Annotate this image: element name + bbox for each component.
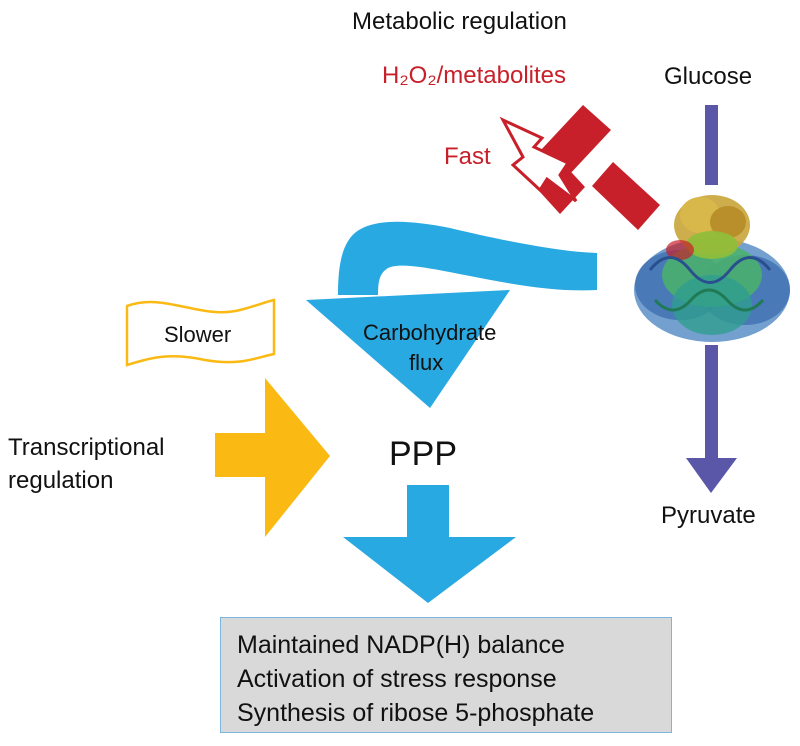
outcome-item: Synthesis of ribose 5-phosphate [237, 699, 595, 727]
fast-label: Fast [444, 143, 491, 170]
glucose-label: Glucose [664, 63, 753, 90]
flux-label-line2: flux [409, 350, 444, 375]
lightning-bolt-icon [499, 116, 578, 203]
transcriptional-arrow [215, 378, 330, 537]
inhibitor-label: H₂O₂/metabolites [382, 62, 567, 89]
carbohydrate-flux-arrow [306, 221, 597, 408]
transcriptional-label-line1: Transcriptional [8, 434, 165, 461]
outcomes-box: Maintained NADP(H) balance Activation of… [220, 617, 672, 733]
glycolysis-arrow [686, 105, 737, 493]
protein-structure-icon [634, 195, 790, 342]
glycolysis-shaft-lower [705, 345, 718, 460]
outcome-item: Activation of stress response [237, 665, 557, 693]
slower-label: Slower [164, 322, 232, 347]
glycolysis-shaft-upper [705, 105, 718, 185]
transcriptional-label-line2: regulation [8, 467, 114, 494]
outcome-arrow [343, 485, 516, 603]
diagram-title: Metabolic regulation [352, 8, 567, 35]
ppp-label: PPP [389, 435, 458, 473]
flux-label-line1: Carbohydrate [363, 320, 497, 345]
glycolysis-arrowhead [686, 458, 737, 493]
outcome-item: Maintained NADP(H) balance [237, 631, 565, 659]
slower-flag [125, 298, 276, 367]
pyruvate-label: Pyruvate [661, 502, 756, 529]
